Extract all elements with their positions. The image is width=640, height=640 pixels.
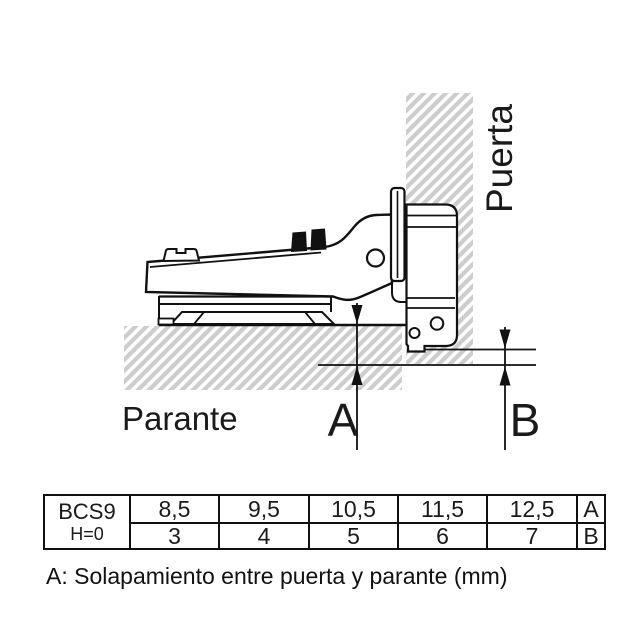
dimension-a [351,303,363,450]
overlap-value: 8,5 [129,494,220,524]
overlap-value: 9,5 [218,494,310,524]
model-cell: BCS9 H=0 [43,494,131,550]
hinge-mounting-plate [157,295,337,326]
dimension-b-label: B [509,394,541,446]
hinge-cup-flange [389,186,407,303]
gap-value: 4 [218,522,310,550]
dimension-b [499,327,511,450]
overlap-value: 10,5 [308,494,399,524]
hinge-cup [405,203,459,353]
overlap-row-label: A [576,494,606,524]
panel-label: Parante [122,400,238,437]
model-variant: H=0 [70,524,104,544]
door-label: Puerta [479,103,520,213]
adjustment-screw-left [291,231,307,252]
dimension-a-label: A [327,394,359,446]
cup-screw-hole-small [408,327,421,339]
pivot-hole [365,248,386,268]
hinge-spec-table: BCS9 H=0 8,5 9,5 10,5 11,5 12,5 A 3 4 5 … [43,494,606,550]
adjustment-screw-right [310,228,327,251]
model-name: BCS9 [58,499,116,524]
hinge-technical-drawing [124,93,536,450]
arm-screw-boss [162,248,201,263]
overlap-value: 12,5 [486,494,578,524]
gap-value: 5 [308,522,399,550]
overlap-row: BCS9 H=0 8,5 9,5 10,5 11,5 12,5 A [43,494,606,550]
diagram-caption: A: Solapamiento entre puerta y parante (… [46,563,508,589]
gap-value: 3 [129,522,220,550]
gap-value: 7 [486,522,578,550]
cup-screw-hole-large [429,316,445,331]
overlap-value: 11,5 [397,494,488,524]
gap-row-label: B [576,522,606,550]
hinge-arm [144,213,394,302]
gap-value: 6 [397,522,488,550]
gap-row: 3 4 5 6 7 B [44,522,606,550]
